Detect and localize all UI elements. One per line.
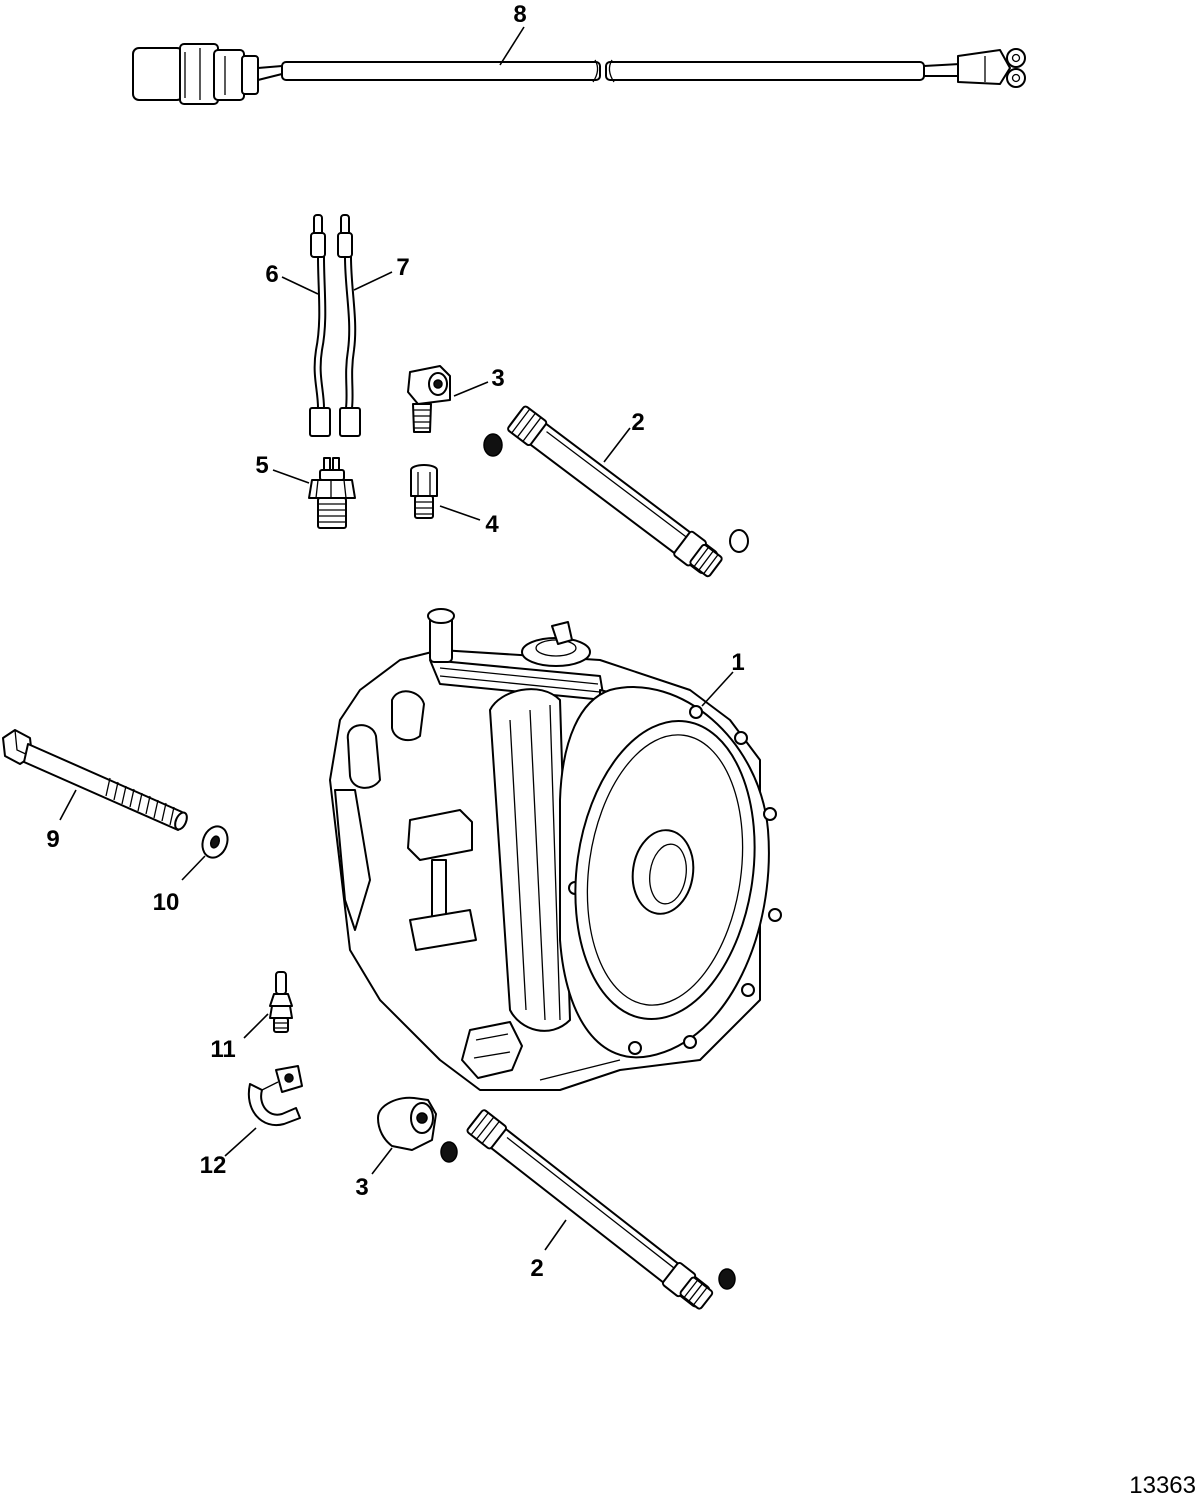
callout-5: 5: [255, 452, 268, 479]
callout-2-top: 2: [631, 409, 644, 436]
part-5-switch: [308, 457, 356, 529]
leader-2-top: [603, 427, 631, 463]
callout-4: 4: [485, 511, 499, 538]
leader-1: [701, 671, 734, 707]
leader-9: [59, 789, 77, 821]
leader-10: [181, 855, 206, 881]
callout-12: 12: [200, 1152, 227, 1179]
callout-3-bottom: 3: [355, 1174, 368, 1201]
part-3-elbow-fitting-top: [407, 365, 451, 433]
part-11-barbed-fitting: [269, 971, 293, 1033]
leader-6: [281, 276, 319, 295]
callout-1: 1: [731, 649, 744, 676]
leader-11: [243, 1013, 269, 1039]
leader-3-top: [453, 381, 489, 397]
part-3-elbow-fitting-bottom: [377, 1096, 437, 1151]
callout-2-bottom: 2: [530, 1255, 543, 1282]
leader-12: [224, 1127, 257, 1157]
callout-7: 7: [396, 254, 409, 281]
part-9-bolt: [2, 729, 188, 831]
callout-6: 6: [265, 261, 278, 288]
callout-10: 10: [153, 889, 180, 916]
part-12-clamp: [247, 1065, 303, 1127]
part-8-wiring-harness: [132, 43, 1026, 105]
part-1-transmission-housing: [329, 608, 782, 1091]
part-2-hose-top: [483, 405, 749, 578]
callout-3-top: 3: [491, 365, 504, 392]
part-10-washer: [201, 825, 229, 859]
callout-9: 9: [46, 826, 59, 853]
leader-2-bottom: [544, 1219, 567, 1251]
part-7-lead: [337, 214, 361, 437]
leader-5: [272, 469, 310, 484]
callout-11: 11: [210, 1036, 235, 1063]
leader-3-bottom: [371, 1147, 393, 1175]
leader-7: [353, 271, 393, 291]
part-4-adapter-fitting: [410, 464, 438, 519]
part-2-hose-bottom: [440, 1109, 736, 1310]
callout-8: 8: [513, 1, 526, 28]
part-6-lead: [309, 214, 331, 437]
leader-4: [439, 505, 481, 521]
figure-number: 13363: [1129, 1472, 1196, 1499]
leader-8: [499, 26, 525, 66]
